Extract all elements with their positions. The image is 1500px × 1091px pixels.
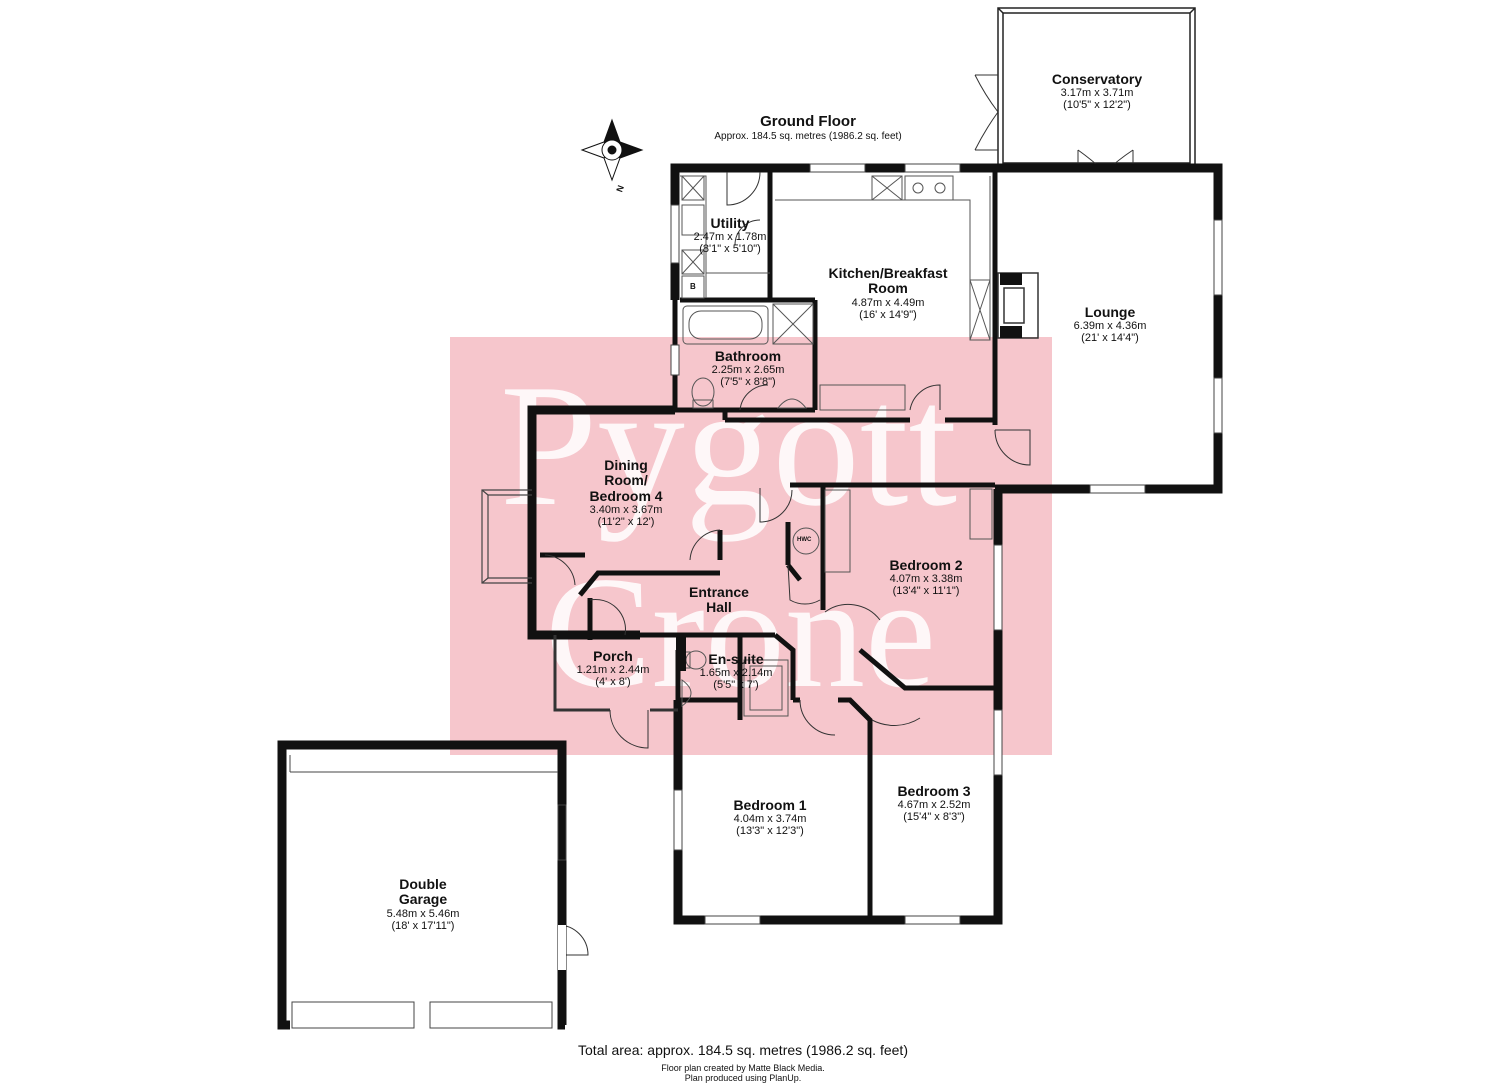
credit-line-1: Floor plan created by Matte Black Media. (661, 1063, 825, 1074)
room-label-hall: Entrance Hall (689, 584, 749, 616)
room-size-imperial: (13'3" x 12'3") (736, 825, 804, 838)
ensuite-cistern (676, 636, 686, 671)
room-size-imperial: (8'1" x 5'10") (699, 243, 761, 256)
room-size-metric: 4.07m x 3.38m (889, 573, 963, 586)
room-size-imperial: (10'5" x 12'2") (1063, 99, 1131, 112)
room-name: Porch (593, 648, 633, 664)
room-label-bedroom-3: Bedroom 3 4.67m x 2.52m (15'4" x 8'3") (897, 783, 971, 824)
room-size-imperial: (18' x 17'11") (391, 919, 455, 932)
airing-cupboard (792, 489, 851, 573)
room-name: Bathroom (714, 348, 782, 364)
room-name-line-2: Hall (706, 599, 732, 616)
garage-details (289, 755, 567, 1029)
floor-title: Ground Floor Approx. 184.5 sq. metres (1… (714, 113, 902, 142)
room-size-imperial: (5'5" x 7') (713, 679, 759, 692)
floor-area-text: Approx. 184.5 sq. metres (1986.2 sq. fee… (714, 130, 902, 142)
utility-fittings (680, 175, 770, 299)
room-size-metric: 1.21m x 2.44m (576, 664, 650, 677)
interior-walls (540, 168, 998, 918)
room-name: Utility (710, 215, 750, 231)
room-size-imperial: (11'2" x 12') (597, 516, 655, 529)
room-name: En-suite (708, 651, 764, 667)
room-label-utility: Utility 2.47m x 1.78m (8'1" x 5'10") (693, 215, 767, 256)
room-size-imperial: (7'5" x 8'8") (720, 376, 776, 389)
porch-walls (553, 635, 678, 712)
garage-door-gaps (558, 925, 566, 970)
room-size-imperial: (15'4" x 8'3") (903, 811, 965, 824)
door-swings (544, 171, 1031, 956)
fireplace-hearth (1000, 273, 1022, 338)
room-name: Bedroom 2 (889, 557, 963, 573)
room-size-metric: 3.40m x 3.67m (589, 504, 663, 517)
room-label-ensuite: En-suite 1.65m x 2.14m (5'5" x 7') (699, 651, 773, 692)
room-name-line-1: Dining (604, 457, 648, 473)
boiler-label: B (690, 282, 696, 291)
compass-rose (580, 118, 644, 182)
room-label-bedroom-2: Bedroom 2 4.07m x 3.38m (13'4" x 11'1") (889, 557, 963, 598)
room-name-line-2: Room/ (604, 472, 648, 489)
total-area: Total area: approx. 184.5 sq. metres (19… (578, 1042, 908, 1058)
room-label-kitchen: Kitchen/Breakfast Room 4.87m x 4.49m (16… (828, 265, 948, 321)
room-name: Bedroom 1 (733, 797, 807, 813)
room-size-metric: 3.17m x 3.71m (1060, 87, 1134, 100)
room-size-metric: 4.67m x 2.52m (897, 799, 971, 812)
room-label-porch: Porch 1.21m x 2.44m (4' x 8') (576, 648, 650, 689)
room-label-lounge: Lounge 6.39m x 4.36m (21' x 14'4") (1073, 304, 1147, 345)
room-name: Bedroom 3 (897, 783, 971, 799)
room-label-bedroom-1: Bedroom 1 4.04m x 3.74m (13'3" x 12'3") (733, 797, 807, 838)
room-size-metric: 1.65m x 2.14m (699, 667, 773, 680)
room-name: Lounge (1084, 304, 1136, 320)
room-label-dining: Dining Room/ Bedroom 4 3.40m x 3.67m (11… (589, 457, 663, 529)
room-name-line-2: Room (868, 280, 908, 297)
room-size-imperial: (4' x 8') (595, 676, 631, 689)
windows (670, 163, 1223, 925)
room-name: Conservatory (1051, 71, 1143, 87)
credit-line-2: Plan produced using PlanUp. (684, 1073, 802, 1084)
room-label-bathroom: Bathroom 2.25m x 2.65m (7'5" x 8'8") (711, 348, 785, 389)
room-label-garage: Double Garage 5.48m x 5.46m (18' x 17'11… (386, 876, 460, 932)
room-name-line-1: Entrance (689, 584, 749, 600)
bathroom-fittings (682, 303, 814, 409)
room-size-metric: 6.39m x 4.36m (1073, 320, 1147, 333)
room-name-line-3: Bedroom 4 (589, 487, 663, 504)
room-name-line-2: Garage (398, 891, 448, 908)
hallway-radiator (969, 488, 993, 540)
room-name-line-1: Double (399, 876, 447, 892)
room-size-imperial: (21' x 14'4") (1081, 332, 1139, 345)
watermark-text-1: Pygott (500, 348, 958, 542)
room-name-line-1: Kitchen/Breakfast (828, 265, 948, 281)
kitchen-counters (775, 175, 991, 411)
dining-bay-window (481, 489, 532, 584)
footer: Total area: approx. 184.5 sq. metres (19… (578, 1042, 908, 1084)
room-size-metric: 2.25m x 2.65m (711, 364, 785, 377)
room-size-imperial: (13'4" x 11'1") (892, 585, 960, 598)
room-size-metric: 2.47m x 1.78m (693, 231, 767, 244)
floor-title-text: Ground Floor (760, 113, 856, 130)
room-label-conservatory: Conservatory 3.17m x 3.71m (10'5" x 12'2… (1051, 71, 1143, 112)
room-size-metric: 4.87m x 4.49m (851, 296, 925, 309)
room-size-imperial: (16' x 14'9") (859, 308, 917, 321)
room-size-metric: 4.04m x 3.74m (733, 813, 807, 826)
hot-water-cylinder-label: HWC (797, 537, 812, 543)
room-size-metric: 5.48m x 5.46m (386, 907, 460, 920)
garage-walls (277, 740, 567, 1030)
